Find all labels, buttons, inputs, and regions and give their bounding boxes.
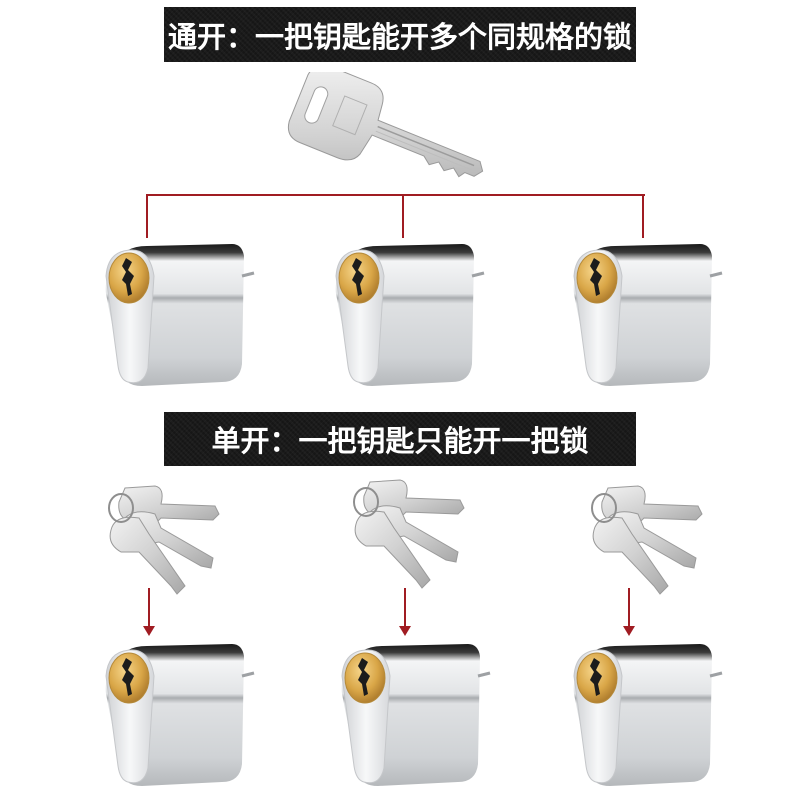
down-arrow-icon	[143, 588, 155, 638]
cylinder-lock-icon	[573, 244, 723, 386]
cylinder-lock-icon	[341, 644, 491, 786]
down-arrow-icon	[623, 588, 635, 638]
single-key-icon	[287, 72, 484, 178]
cylinder-lock-icon	[335, 244, 485, 386]
key-bunch-icon	[108, 485, 220, 595]
single-key-banner-text: 单开：一把钥匙只能开一把锁	[211, 424, 589, 458]
master-key-banner: 通开：一把钥匙能开多个同规格的锁	[164, 7, 636, 62]
single-key-banner: 单开：一把钥匙只能开一把锁	[164, 412, 636, 466]
down-arrow-icon	[399, 588, 411, 638]
cylinder-lock-icon	[105, 244, 255, 386]
master-key-banner-text: 通开：一把钥匙能开多个同规格的锁	[167, 19, 632, 54]
connector-left	[146, 194, 148, 238]
connector-horizontal	[146, 194, 645, 196]
cylinder-lock-icon	[573, 644, 723, 786]
cylinder-lock-icon	[105, 644, 255, 786]
key-bunch-icon	[591, 485, 703, 595]
connector-right	[642, 194, 644, 238]
key-bunch-icon	[353, 479, 465, 589]
connector-center	[402, 194, 404, 238]
